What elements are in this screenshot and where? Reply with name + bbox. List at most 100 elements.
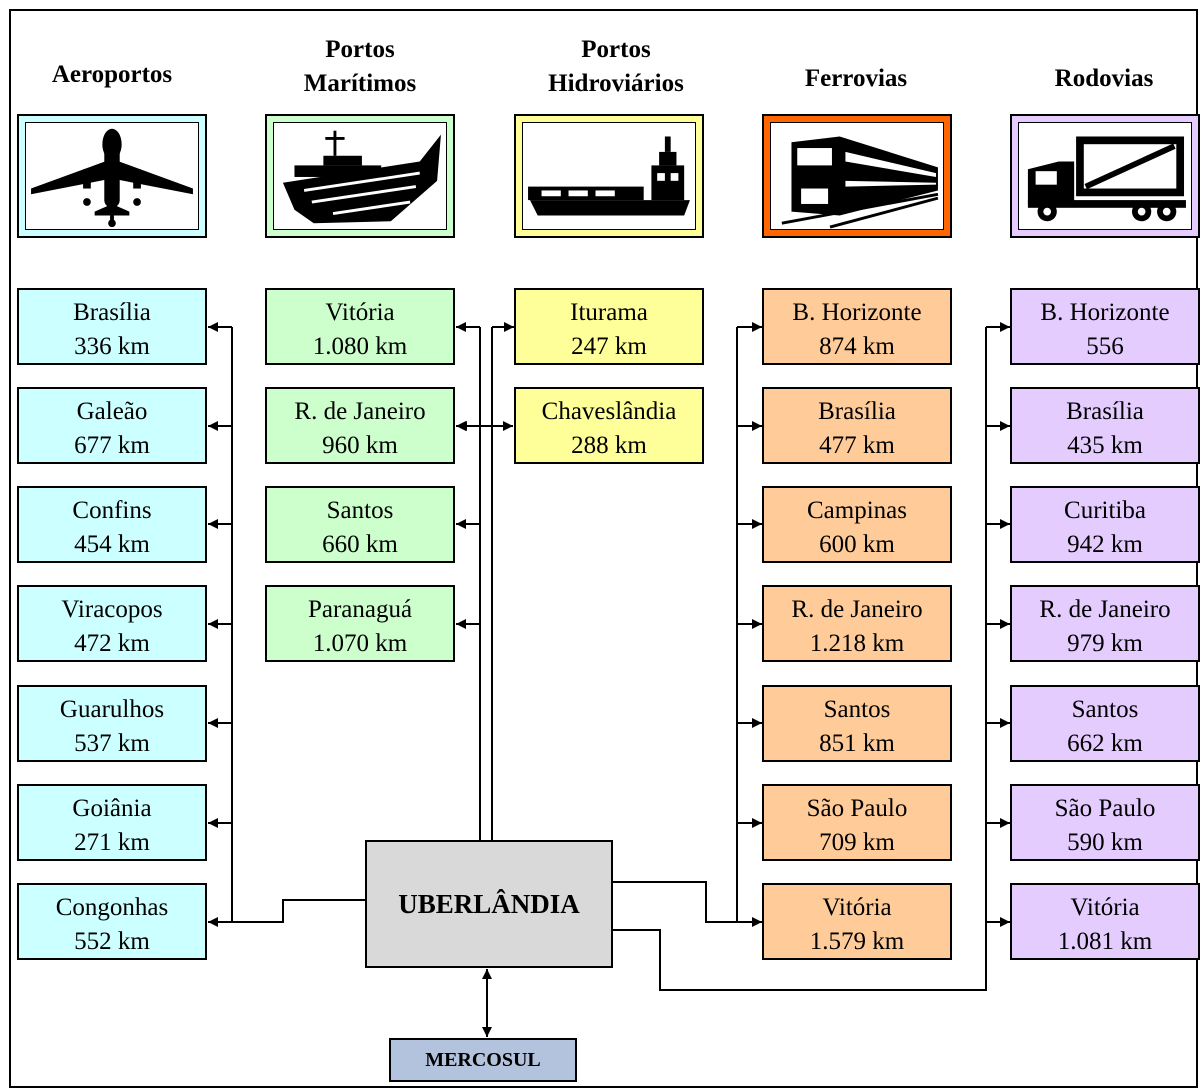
- header-portos-hidroviarios-line1: Portos: [581, 36, 651, 63]
- destination-name: Galeão: [76, 398, 148, 425]
- destination-name: B. Horizonte: [792, 299, 922, 326]
- aeroporto-box-brasilia: Brasília 336 km: [17, 288, 207, 365]
- ferrovia-box-brasilia: Brasília 477 km: [762, 387, 952, 464]
- destination-distance: 288 km: [571, 432, 647, 459]
- header-aeroportos: Aeroportos: [51, 61, 173, 88]
- aeroporto-box-viracopos: Viracopos 472 km: [17, 585, 207, 662]
- destination-name: Goiânia: [72, 795, 152, 822]
- porto-maritimo-box-rio-de-janeiro: R. de Janeiro 960 km: [265, 387, 455, 464]
- destination-distance: 454 km: [74, 531, 150, 558]
- destination-distance: 851 km: [819, 730, 895, 757]
- hub-uberlandia: UBERLÂNDIA: [365, 840, 613, 968]
- destination-name: R. de Janeiro: [294, 398, 426, 425]
- truck-icon-frame: [1010, 114, 1200, 238]
- destination-distance: 960 km: [322, 432, 398, 459]
- destination-distance: 942 km: [1067, 531, 1143, 558]
- destination-distance: 590 km: [1067, 829, 1143, 856]
- header-portos-hidroviarios-line2: Hidroviários: [548, 70, 684, 97]
- destination-distance: 662 km: [1067, 730, 1143, 757]
- destination-distance: 709 km: [819, 829, 895, 856]
- destination-distance: 552 km: [74, 928, 150, 955]
- destination-name: Campinas: [807, 497, 907, 524]
- porto-maritimo-box-vitoria: Vitória 1.080 km: [265, 288, 455, 365]
- destination-distance: 677 km: [74, 432, 150, 459]
- destination-distance: 874 km: [819, 333, 895, 360]
- hub-label: UBERLÂNDIA: [398, 888, 580, 919]
- header-ferrovias: Ferrovias: [804, 65, 908, 92]
- header-rodovias: Rodovias: [1054, 65, 1154, 92]
- porto-hidroviario-box-chaveslandia: Chaveslândia 288 km: [514, 387, 704, 464]
- barge-icon: [522, 122, 696, 230]
- destination-distance: 600 km: [819, 531, 895, 558]
- train-icon-frame: [762, 114, 952, 238]
- destination-name: Vitória: [1070, 894, 1140, 921]
- destination-name: Iturama: [570, 299, 648, 326]
- destination-name: Santos: [1071, 696, 1139, 723]
- aeroporto-box-confins: Confins 454 km: [17, 486, 207, 563]
- destination-distance: 1.218 km: [809, 630, 905, 657]
- ferrovia-box-belo-horizonte: B. Horizonte 874 km: [762, 288, 952, 365]
- rodovias-bus: [613, 327, 987, 991]
- destination-distance: 435 km: [1067, 432, 1143, 459]
- destination-name: B. Horizonte: [1040, 299, 1170, 326]
- porto-hidroviario-box-iturama: Iturama 247 km: [514, 288, 704, 365]
- destination-name: Brasília: [73, 299, 151, 326]
- destination-name: Confins: [72, 497, 152, 524]
- rodovia-box-santos: Santos 662 km: [1010, 685, 1200, 762]
- destination-name: Santos: [326, 497, 394, 524]
- mercosul-box: MERCOSUL: [389, 1038, 577, 1082]
- destination-name: São Paulo: [1054, 795, 1156, 822]
- ferrovia-box-vitoria: Vitória 1.579 km: [762, 883, 952, 960]
- destination-name: Paranaguá: [307, 596, 413, 623]
- destination-distance: 1.579 km: [809, 928, 905, 955]
- destination-distance: 1.080 km: [312, 333, 408, 360]
- destination-name: Curitiba: [1064, 497, 1146, 524]
- destination-distance: 1.070 km: [312, 630, 408, 657]
- truck-icon: [1018, 122, 1192, 230]
- barge-icon-frame: [514, 114, 704, 238]
- destination-distance: 979 km: [1067, 630, 1143, 657]
- destination-distance: 247 km: [571, 333, 647, 360]
- destination-distance: 271 km: [74, 829, 150, 856]
- rodovia-box-vitoria: Vitória 1.081 km: [1010, 883, 1200, 960]
- destination-distance: 472 km: [74, 630, 150, 657]
- destination-name: Brasília: [1066, 398, 1144, 425]
- destination-name: Vitória: [325, 299, 395, 326]
- aeroporto-box-goiania: Goiânia 271 km: [17, 784, 207, 861]
- ferrovia-box-sao-paulo: São Paulo 709 km: [762, 784, 952, 861]
- destination-distance: 1.081 km: [1057, 928, 1153, 955]
- destination-distance: 477 km: [819, 432, 895, 459]
- destination-name: Chaveslândia: [541, 398, 677, 425]
- destination-name: Guarulhos: [59, 696, 165, 723]
- ship-icon: [273, 122, 447, 230]
- ship-icon-frame: [265, 114, 455, 238]
- destination-name: Brasília: [818, 398, 896, 425]
- destination-name: Viracopos: [61, 596, 163, 623]
- destination-name: São Paulo: [806, 795, 908, 822]
- destination-distance: 556: [1086, 333, 1124, 360]
- destination-name: Santos: [823, 696, 891, 723]
- destination-name: Vitória: [822, 894, 892, 921]
- rodovia-box-curitiba: Curitiba 942 km: [1010, 486, 1200, 563]
- destination-distance: 336 km: [74, 333, 150, 360]
- ferrovia-box-rio-de-janeiro: R. de Janeiro 1.218 km: [762, 585, 952, 662]
- ferrovia-box-santos: Santos 851 km: [762, 685, 952, 762]
- aeroporto-box-galeao: Galeão 677 km: [17, 387, 207, 464]
- rodovia-box-rio-de-janeiro: R. de Janeiro 979 km: [1010, 585, 1200, 662]
- rodovia-box-brasilia: Brasília 435 km: [1010, 387, 1200, 464]
- rodovia-box-sao-paulo: São Paulo 590 km: [1010, 784, 1200, 861]
- porto-maritimo-box-paranagua: Paranaguá 1.070 km: [265, 585, 455, 662]
- ferrovia-box-campinas: Campinas 600 km: [762, 486, 952, 563]
- airplane-icon: [25, 122, 199, 230]
- destination-name: R. de Janeiro: [791, 596, 923, 623]
- mercosul-label: MERCOSUL: [425, 1048, 541, 1071]
- airplane-icon-frame: [17, 114, 207, 238]
- destination-name: R. de Janeiro: [1039, 596, 1171, 623]
- rodovia-box-belo-horizonte: B. Horizonte 556: [1010, 288, 1200, 365]
- train-icon: [770, 122, 944, 230]
